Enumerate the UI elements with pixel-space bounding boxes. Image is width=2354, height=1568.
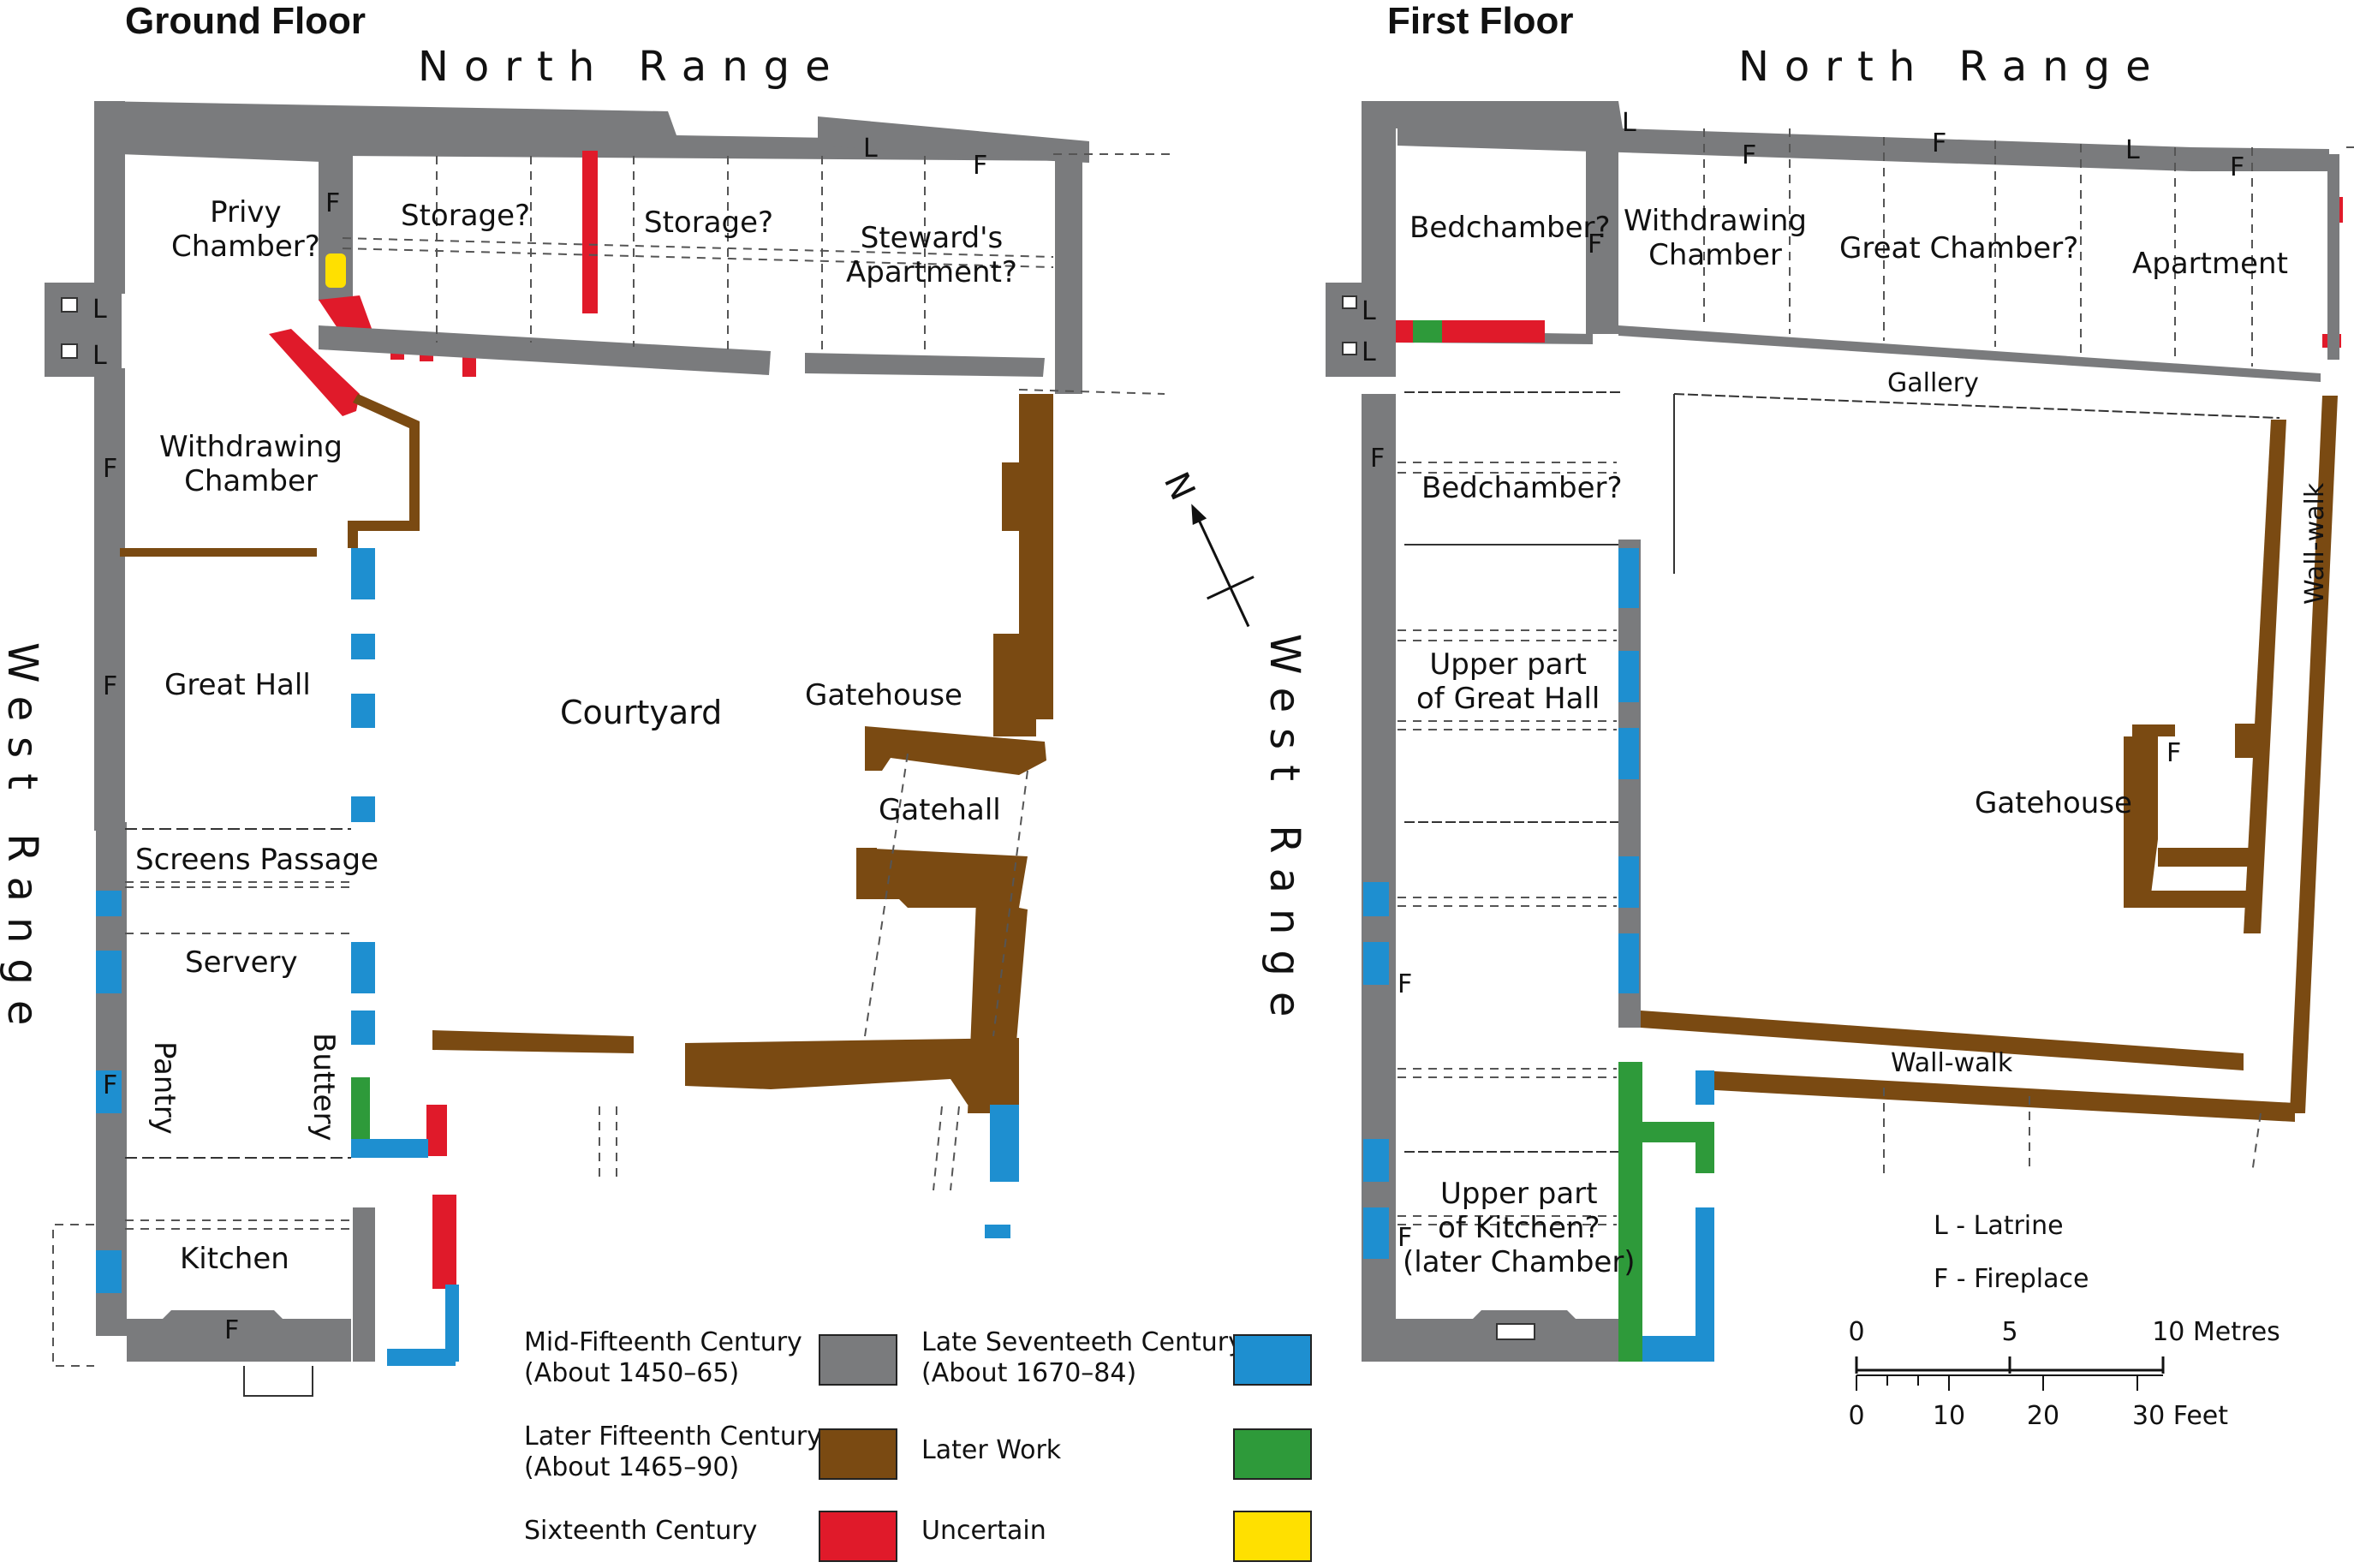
room-bedchamber-north: Bedchamber? [1409,211,1611,245]
scale-bar [1855,1356,2165,1391]
latrine-mark: L [1622,108,1636,138]
latrine-mark: L [1362,337,1376,367]
room-gallery: Gallery [1887,368,1979,398]
scale-feet-10: 10 [1932,1401,1966,1431]
room-upper-great-hall: Upper part of Great Hall [1416,647,1600,716]
room-stewards-apartment: Steward's Apartment? [846,221,1017,289]
fireplace-mark: F [1588,230,1603,259]
scale-feet-20: 20 [2026,1401,2060,1431]
first-west-range-label: West Range [1260,634,1308,1033]
room-upper-kitchen: Upper part of Kitchen? (later Chamber) [1403,1177,1636,1279]
fireplace-mark: F [1742,140,1757,170]
legend-swatch-mid-fifteenth [819,1334,897,1386]
room-storage-1: Storage? [401,199,531,233]
legend-swatch-sixteenth [819,1511,897,1562]
ground-north-range-label: North Range [418,43,846,91]
fireplace-mark: F [1932,128,1947,158]
fireplace-mark: F [103,671,118,701]
room-withdrawing-chamber: Withdrawing Chamber [159,430,343,498]
scale-metres-5: 5 [2001,1317,2018,1347]
scale-metres-0: 0 [1848,1317,1865,1347]
fireplace-mark: F [2230,152,2245,182]
legend-label-mid-fifteenth: Mid-Fifteenth Century (About 1450–65) [524,1327,802,1388]
room-wall-walk-south: Wall-walk [1891,1048,2013,1078]
fireplace-mark: F [1398,969,1413,999]
first-floor-plan [1326,101,2354,1362]
latrine-mark: L [863,134,878,164]
first-floor-title: First Floor [1387,0,1574,42]
room-storage-2: Storage? [644,206,774,240]
fireplace-mark: F [325,188,341,218]
room-kitchen: Kitchen [180,1242,289,1276]
room-withdrawing-chamber-first: Withdrawing Chamber [1624,204,1807,272]
scale-feet-30: 30 Feet [2131,1401,2229,1431]
room-screens-passage: Screens Passage [135,843,378,877]
fireplace-mark: F [973,151,988,181]
fireplace-mark: F [103,1070,118,1100]
room-privy-chamber: Privy Chamber? [171,195,320,264]
room-buttery: Buttery [307,1033,341,1142]
first-north-range-label: North Range [1738,43,2166,91]
compass-arrow [1191,504,1254,628]
legend-label-later-fifteenth: Later Fifteenth Century (About 1465–90) [524,1422,822,1482]
ground-floor-title: Ground Floor [125,0,367,42]
latrine-mark: L [1362,296,1376,326]
fireplace-mark: F [224,1315,240,1345]
fireplace-mark: F [2166,738,2182,768]
key-latrine: L - Latrine [1934,1211,2064,1241]
ground-floor-plan [45,101,1173,1397]
room-gatehall: Gatehall [879,793,1001,827]
legend-label-uncertain: Uncertain [921,1516,1046,1546]
room-gatehouse-first: Gatehouse [1975,786,2132,820]
legend-swatch-late-seventeenth [1233,1334,1312,1386]
latrine-mark: L [92,295,107,325]
room-pantry: Pantry [147,1041,182,1135]
scale-feet-0: 0 [1848,1401,1865,1431]
legend-label-late-seventeenth: Late Seventeeth Century (About 1670–84) [921,1327,1243,1388]
scale-metres-10: 10 Metres [2152,1317,2280,1347]
room-courtyard: Courtyard [560,694,723,731]
room-servery: Servery [185,945,298,980]
fireplace-mark: F [103,454,118,484]
room-bedchamber-west: Bedchamber? [1421,471,1623,505]
room-great-hall: Great Hall [164,668,311,702]
key-fireplace: F - Fireplace [1934,1264,2089,1294]
latrine-mark: L [2125,135,2140,165]
fireplace-mark: F [1398,1223,1413,1253]
legend-swatch-uncertain [1233,1511,1312,1562]
ground-west-range-label: West Range [0,642,46,1041]
fireplace-mark: F [1370,444,1386,474]
room-great-chamber: Great Chamber? [1839,231,2079,265]
legend-label-sixteenth: Sixteenth Century [524,1516,758,1546]
legend-label-later-work: Later Work [921,1435,1062,1465]
room-gatehouse: Gatehouse [805,678,962,712]
legend-swatch-later-work [1233,1428,1312,1480]
legend-swatch-later-fifteenth [819,1428,897,1480]
room-wall-walk-east: Wall-walk [2300,482,2330,605]
latrine-mark: L [92,341,107,371]
room-apartment: Apartment [2132,247,2288,281]
